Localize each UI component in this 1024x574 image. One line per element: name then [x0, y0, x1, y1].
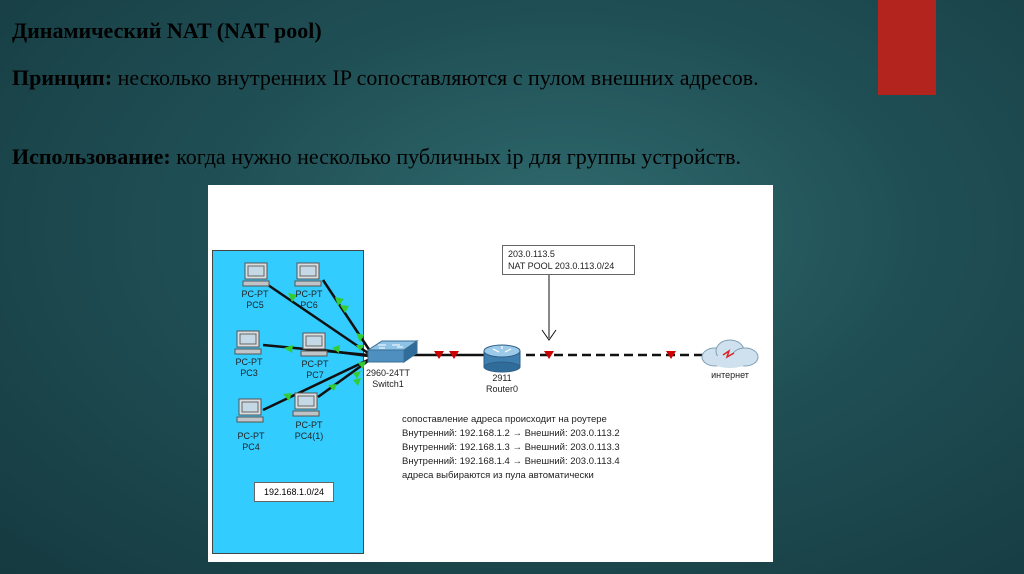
pc5-name: PC5	[246, 300, 264, 310]
router-model: 2911	[492, 373, 512, 383]
pc4-1-label: PC-PT PC4(1)	[284, 420, 334, 442]
network-diagram: PC-PT PC5 PC-PT PC6 PC-PT PC3 PC-PT PC7 …	[208, 185, 773, 562]
pc7-type: PC-PT	[301, 359, 329, 369]
nat-pool-note: 203.0.113.5 NAT POOL 203.0.113.0/24	[502, 245, 635, 275]
pc3-type: PC-PT	[235, 357, 263, 367]
slide-title: Динамический NAT (NAT pool)	[12, 18, 322, 43]
nat-note-ip: 203.0.113.5	[508, 249, 555, 259]
pc6-type: PC-PT	[295, 289, 323, 299]
link-pc4	[262, 358, 369, 412]
pc7-computer-icon[interactable]	[300, 331, 328, 359]
link-pc5	[267, 283, 369, 355]
pc4-1-type: PC-PT	[295, 420, 323, 430]
subnet-label: 192.168.1.0/24	[254, 482, 334, 502]
pc6-name: PC6	[300, 300, 318, 310]
mapping-header: сопоставление адреса происходит на роуте…	[402, 414, 607, 425]
router-name: Router0	[485, 384, 519, 394]
pc4-1-name: PC4(1)	[294, 431, 324, 441]
internet-cloud-icon	[701, 339, 759, 368]
pc3-computer-icon[interactable]	[234, 329, 262, 357]
principle-label: Принцип:	[12, 65, 113, 90]
mapping-line-1: Внутренний: 192.168.1.2 → Внешний: 203.0…	[402, 428, 620, 439]
mapping-note: сопоставление адреса происходит на роуте…	[398, 411, 624, 485]
pc4-type: PC-PT	[237, 431, 265, 441]
pc7-label: PC-PT PC7	[290, 359, 340, 381]
nat-note-pool: NAT POOL 203.0.113.0/24	[508, 261, 615, 271]
principle-paragraph: Принцип: несколько внутренних IP сопоста…	[12, 62, 997, 93]
pc6-label: PC-PT PC6	[284, 289, 334, 311]
link-pc6	[321, 279, 372, 352]
pc4-1-computer-icon[interactable]	[292, 391, 320, 419]
principle-text: несколько внутренних IP сопоставляются с…	[117, 65, 759, 90]
pc4-name: PC4	[242, 442, 260, 452]
mapping-footer: адреса выбираются из пула автоматически	[402, 470, 594, 481]
pc6-computer-icon[interactable]	[294, 261, 322, 289]
pc3-name: PC3	[240, 368, 258, 378]
usage-paragraph: Использование: когда нужно несколько пуб…	[12, 141, 997, 172]
switch-icon	[366, 340, 419, 363]
pc4-computer-icon[interactable]	[236, 397, 264, 425]
mapping-line-2: Внутренний: 192.168.1.3 → Внешний: 203.0…	[402, 442, 620, 453]
switch-name: Switch1	[372, 379, 404, 389]
network-links	[262, 275, 759, 412]
nat-pointer-arrowhead	[541, 329, 557, 341]
pc5-label: PC-PT PC5	[230, 289, 280, 311]
accent-bar	[878, 0, 936, 95]
link-pc7	[322, 348, 369, 358]
pc5-computer-icon[interactable]	[242, 261, 270, 289]
usage-label: Использование:	[12, 144, 171, 169]
switch-model: 2960-24TT	[365, 368, 411, 378]
link-status-up-markers	[283, 293, 366, 401]
link-pc4-1	[317, 359, 369, 399]
link-status-down-markers	[434, 351, 676, 359]
router-icon	[483, 344, 521, 373]
switch-label: 2960-24TT Switch1	[356, 368, 420, 390]
usage-text: когда нужно несколько публичных ip для г…	[176, 144, 742, 169]
pc7-name: PC7	[306, 370, 324, 380]
pc4-label: PC-PT PC4	[226, 431, 276, 453]
pc5-type: PC-PT	[241, 289, 269, 299]
pc3-label: PC-PT PC3	[224, 357, 274, 379]
mapping-line-3: Внутренний: 192.168.1.4 → Внешний: 203.0…	[402, 456, 620, 467]
internet-label: интернет	[711, 370, 749, 380]
router-label: 2911 Router0	[476, 373, 528, 395]
